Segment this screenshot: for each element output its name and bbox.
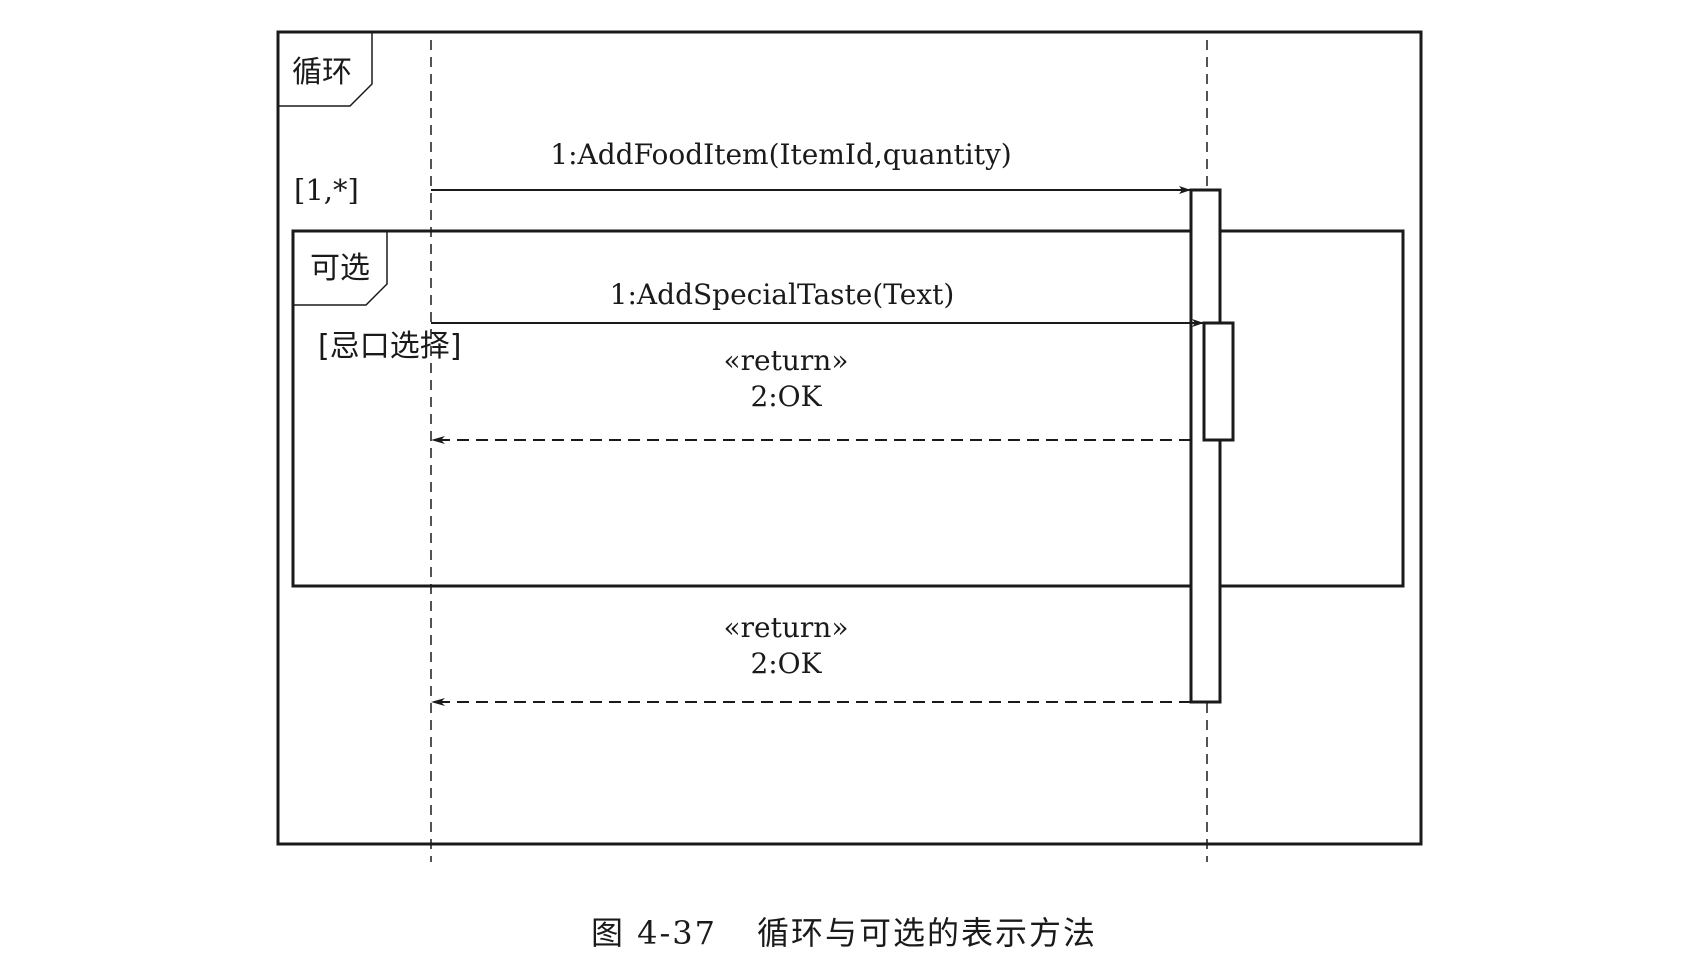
activation-bar-main — [1189, 188, 1222, 704]
loop-operator-label: 循环 — [292, 55, 352, 90]
message-add-food-item-label: 1:AddFoodItem(ItemId,quantity) — [550, 138, 1011, 171]
opt-fragment-frame — [291, 229, 1405, 588]
loop-operator-tab — [278, 32, 373, 107]
return-1-stereotype: «return» — [724, 344, 849, 377]
return-1-label: 2:OK — [750, 380, 822, 413]
loop-guard: [1,*] — [294, 173, 359, 207]
return-2-label: 2:OK — [750, 647, 822, 680]
activation-bar-nested — [1202, 321, 1235, 442]
figure-title: 循环与可选的表示方法 — [757, 914, 1098, 952]
loop-fragment-frame — [276, 30, 1423, 846]
return-2-stereotype: «return» — [724, 611, 849, 644]
opt-operator-label: 可选 — [310, 251, 370, 286]
sequence-diagram: 循环 [1,*] 可选 [忌口选择] 1:AddFoodItem(ItemId,… — [276, 30, 1423, 862]
figure-caption: 图 4-37 循环与可选的表示方法 — [0, 908, 1688, 954]
opt-operator-tab — [293, 231, 388, 306]
figure-number: 图 4-37 — [590, 914, 718, 952]
opt-guard: [忌口选择] — [318, 329, 461, 364]
message-add-special-taste-label: 1:AddSpecialTaste(Text) — [610, 278, 955, 311]
